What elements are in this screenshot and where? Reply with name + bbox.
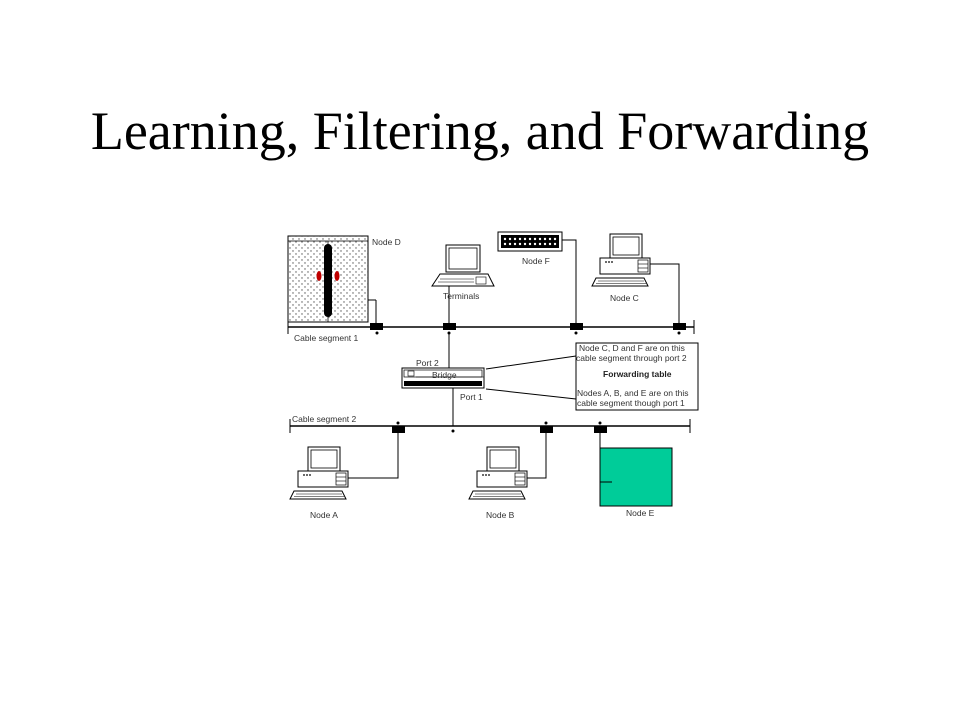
forwarding-table-line-2b: cable segment though port 1 (577, 398, 685, 408)
table-connector-port-2 (485, 355, 577, 370)
node-c-label: Node C (610, 293, 639, 303)
node-f-label: Node F (522, 256, 550, 266)
tap-node-c (673, 323, 686, 330)
node-f-hub-icon (497, 231, 563, 252)
forwarding-table-line-1b: cable segment through port 2 (576, 353, 687, 363)
tap-node-f (570, 323, 583, 330)
tap-terminals (443, 323, 456, 330)
table-connector-port-1 (485, 388, 577, 400)
bridge-device-icon (401, 367, 485, 389)
bridge-label: Bridge (432, 370, 457, 380)
slide-title: Learning, Filtering, and Forwarding (90, 101, 870, 161)
forwarding-table-line-2a: Nodes A, B, and E are on this (577, 388, 689, 398)
tap-node-a (392, 426, 405, 433)
node-a-computer-icon (289, 446, 349, 500)
node-b-label: Node B (486, 510, 515, 520)
tap-node-e (594, 426, 607, 433)
tap-node-b (540, 426, 553, 433)
forwarding-table-title: Forwarding table (603, 369, 672, 379)
cable-segment-1-label: Cable segment 1 (294, 333, 359, 343)
forwarding-table-box (575, 342, 699, 411)
node-a-label: Node A (310, 510, 338, 520)
node-c-computer-icon (591, 233, 651, 287)
terminals-label: Terminals (443, 291, 479, 301)
node-e-box (599, 447, 673, 507)
tap-node-d (370, 323, 383, 330)
node-e-label: Node E (626, 508, 655, 518)
port-1-label: Port 1 (460, 392, 483, 402)
forwarding-table-line-1a: Node C, D and F are on this (579, 343, 685, 353)
node-b-computer-icon (468, 446, 528, 500)
node-d-cabinet-icon (287, 235, 369, 323)
node-d-label: Node D (372, 237, 401, 247)
port-2-label: Port 2 (416, 358, 439, 368)
cable-segment-2-label: Cable segment 2 (292, 414, 357, 424)
terminals-laptop-icon (431, 244, 495, 287)
